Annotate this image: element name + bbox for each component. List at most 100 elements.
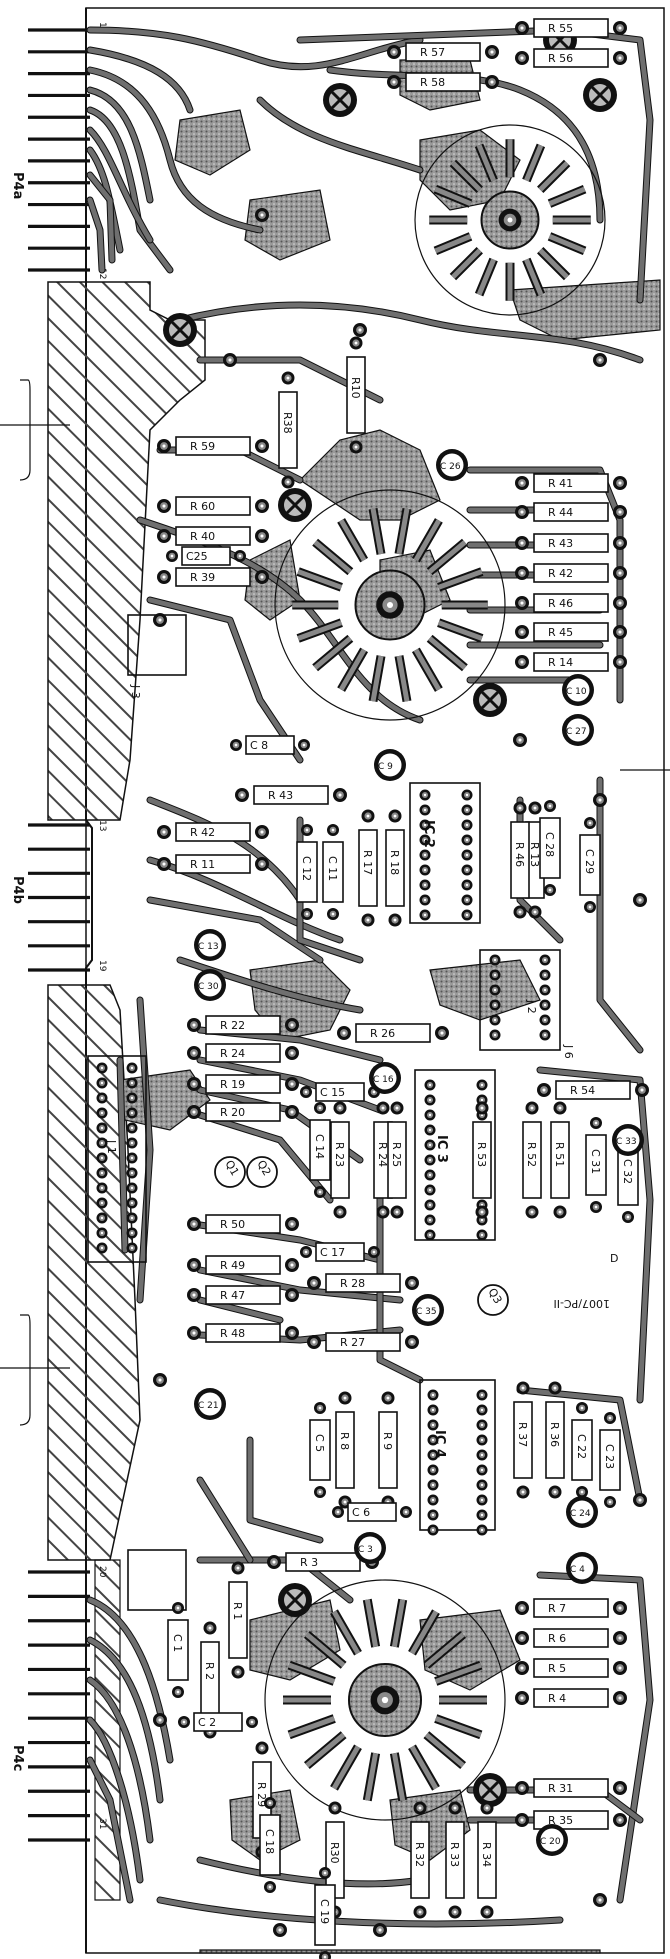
jumper-label: J 6: [562, 1044, 575, 1059]
ic-pin-pad: [476, 1449, 488, 1461]
resistor-pad: [515, 505, 529, 519]
capacitor-pad: [178, 1716, 190, 1728]
resistor: R 11: [157, 854, 269, 874]
resistor-pad: [349, 440, 363, 454]
capacitor-label: C 9: [378, 762, 393, 772]
resistor-pad: [613, 1601, 627, 1615]
via-pad: [153, 1713, 167, 1727]
resistor-pad: [515, 596, 529, 610]
via-pad: [223, 353, 237, 367]
capacitor: C 28: [539, 800, 561, 896]
capacitor-pad: [604, 1496, 616, 1508]
resistor-pad: [528, 801, 542, 815]
resistor: R 43: [515, 533, 627, 553]
resistor-pad: [187, 1288, 201, 1302]
via-pad: [593, 1893, 607, 1907]
header-pad: [126, 1137, 138, 1149]
resistor: R 27: [307, 1332, 419, 1352]
resistor-label: R 42: [548, 567, 573, 580]
ground-plane-upper: [47, 281, 206, 821]
resistor-vertical: R 52: [522, 1101, 542, 1219]
resistor-label: R 24: [220, 1047, 245, 1060]
ic-pin-pad: [419, 789, 431, 801]
via-pad: [373, 1923, 387, 1937]
header-pad: [96, 1212, 108, 1224]
resistor-label: R 45: [548, 626, 573, 639]
resistor-pad: [187, 1018, 201, 1032]
ic-pin-pad: [427, 1494, 439, 1506]
resistor-pad: [513, 905, 527, 919]
ic-pin-pad: [476, 1509, 488, 1521]
ic-pin-pad: [424, 1124, 436, 1136]
ic-pin-pad: [419, 864, 431, 876]
ic-pin-pad: [461, 909, 473, 921]
resistor-label: R 18: [388, 850, 401, 875]
capacitor: C 19: [314, 1867, 336, 1959]
resistor-pad: [157, 857, 171, 871]
capacitor: C 21: [194, 1388, 226, 1420]
ic-pin-pad: [461, 879, 473, 891]
resistor: R 20: [187, 1102, 299, 1122]
capacitor: C 29: [579, 817, 601, 913]
rotary-switch-footprints: [163, 23, 617, 1821]
resistor-pad: [515, 1631, 529, 1645]
resistor-label: R30: [328, 1842, 341, 1864]
resistor-pad: [361, 809, 375, 823]
capacitor: C 10: [562, 674, 594, 706]
rotary-switch-top: [414, 124, 606, 316]
capacitor-label: C 12: [300, 856, 313, 881]
capacitor-label: C 18: [263, 1829, 276, 1854]
resistor-vertical: R 34: [477, 1801, 497, 1919]
resistor-pad: [388, 913, 402, 927]
resistor-label: R 14: [548, 656, 573, 669]
resistor-pad: [475, 1205, 489, 1219]
resistor-pad: [267, 1555, 281, 1569]
resistor-pad: [255, 570, 269, 584]
ic-pin-pad: [476, 1404, 488, 1416]
header-pad: [126, 1182, 138, 1194]
capacitor-label: C 30: [198, 982, 219, 992]
resistor-pad: [281, 475, 295, 489]
ic-pin-pad: [424, 1229, 436, 1241]
capacitor-pad: [234, 550, 246, 562]
capacitor-pad: [298, 739, 310, 751]
capacitor: C 31: [585, 1117, 607, 1213]
resistor-pad: [537, 1083, 551, 1097]
ic4-footprint: IC 4: [419, 1379, 496, 1536]
transistor: Q2: [246, 1156, 278, 1188]
resistor-pad: [448, 1801, 462, 1815]
capacitor-pad: [264, 1797, 276, 1809]
ic-pin-pad: [476, 1229, 488, 1241]
header-pad: [126, 1092, 138, 1104]
resistor-vertical: R 8: [335, 1391, 355, 1509]
header-pad: [489, 969, 501, 981]
resistor-label: R 39: [190, 571, 215, 584]
trimmer-pad: [473, 1773, 507, 1807]
header-pad: [126, 1167, 138, 1179]
resistor-pad: [513, 801, 527, 815]
resistor-pad: [376, 1205, 390, 1219]
resistor: R 55: [515, 18, 627, 38]
resistor-label: R 51: [553, 1142, 566, 1167]
capacitor: C 2: [178, 1712, 258, 1732]
capacitor-label: C 28: [543, 832, 556, 857]
resistor-label: R 42: [190, 826, 215, 839]
ic-pin-pad: [424, 1139, 436, 1151]
resistor-pad: [515, 536, 529, 550]
ic-pin-pad: [476, 1419, 488, 1431]
capacitor-label: C 17: [320, 1246, 345, 1259]
resistor-pad: [387, 45, 401, 59]
resistor-pad: [515, 625, 529, 639]
resistor-pad: [515, 51, 529, 65]
resistor-label: R 20: [220, 1106, 245, 1119]
resistor: R 40: [157, 526, 269, 546]
capacitor: C 6: [332, 1502, 412, 1522]
header-pad: [539, 1029, 551, 1041]
resistor-pad: [515, 1661, 529, 1675]
capacitor-pad: [314, 1402, 326, 1414]
resistor-label: R 54: [570, 1084, 595, 1097]
capacitor-pad: [172, 1686, 184, 1698]
resistor: R 45: [515, 622, 627, 642]
connector-label-p4c: P4c: [10, 1745, 25, 1771]
header-pad: [489, 999, 501, 1011]
